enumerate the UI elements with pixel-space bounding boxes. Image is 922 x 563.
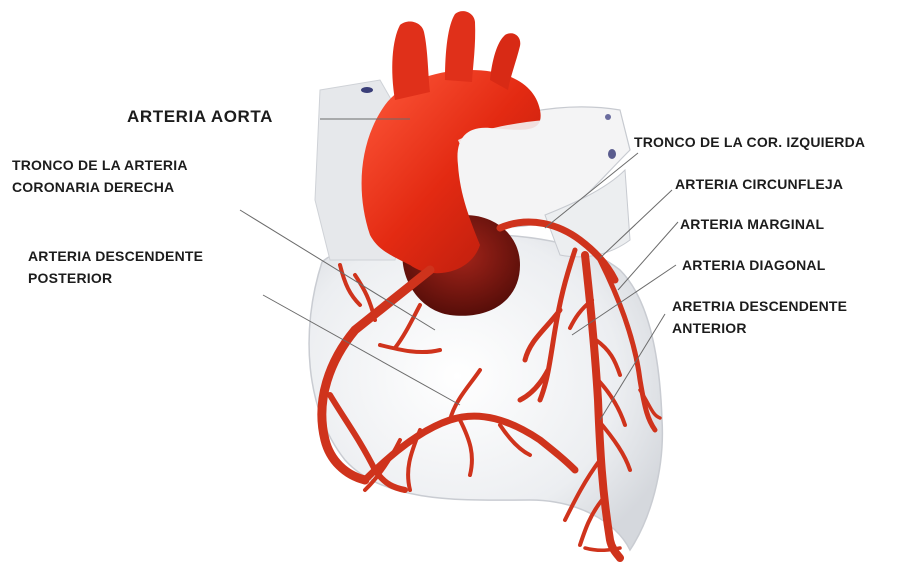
- label-arteria-descendente-posterior: ARTERIA DESCENDENTE POSTERIOR: [28, 245, 203, 289]
- label-tronco-arteria-coronaria-derecha: TRONCO DE LA ARTERIA CORONARIA DERECHA: [12, 154, 188, 198]
- label-tronco-derecha-line-2: CORONARIA DERECHA: [12, 176, 188, 198]
- label-arteria-aorta-text: ARTERIA AORTA: [127, 106, 273, 128]
- label-arteria-diagonal: ARTERIA DIAGONAL: [682, 254, 825, 276]
- vessel-mark-1: [361, 87, 373, 93]
- label-descendente-anterior-line-1: ARETRIA DESCENDENTE: [672, 295, 847, 317]
- label-descendente-posterior-line-2: POSTERIOR: [28, 267, 203, 289]
- aortic-branch-2: [445, 11, 475, 82]
- aortic-branch-1: [392, 21, 430, 100]
- label-tronco-izquierda-text: TRONCO DE LA COR. IZQUIERDA: [634, 131, 865, 153]
- label-arteria-marginal: ARTERIA MARGINAL: [680, 213, 824, 235]
- label-tronco-derecha-line-1: TRONCO DE LA ARTERIA: [12, 154, 188, 176]
- label-arteria-circunfleja: ARTERIA CIRCUNFLEJA: [675, 173, 843, 195]
- vessel-mark-2: [608, 149, 616, 159]
- vessel-mark-3: [605, 114, 611, 120]
- label-aretria-descendente-anterior: ARETRIA DESCENDENTE ANTERIOR: [672, 295, 847, 339]
- label-diagonal-text: ARTERIA DIAGONAL: [682, 254, 825, 276]
- label-marginal-text: ARTERIA MARGINAL: [680, 213, 824, 235]
- label-tronco-cor-izquierda: TRONCO DE LA COR. IZQUIERDA: [634, 131, 865, 153]
- label-descendente-anterior-line-2: ANTERIOR: [672, 317, 847, 339]
- label-arteria-aorta: ARTERIA AORTA: [127, 106, 273, 128]
- label-circunfleja-text: ARTERIA CIRCUNFLEJA: [675, 173, 843, 195]
- label-descendente-posterior-line-1: ARTERIA DESCENDENTE: [28, 245, 203, 267]
